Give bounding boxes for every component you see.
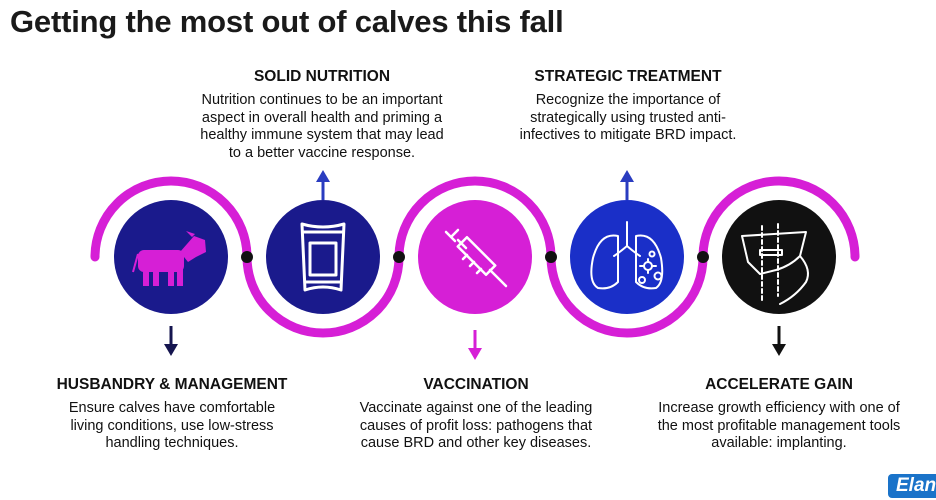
treatment-circle xyxy=(570,200,684,314)
junction-dot xyxy=(241,251,253,263)
arrow-down-icon xyxy=(468,330,482,360)
stage-heading: STRATEGIC TREATMENT xyxy=(534,68,722,85)
stage-nutrition: SOLID NUTRITION Nutrition continues to b… xyxy=(180,68,464,162)
cow-icon xyxy=(132,231,206,286)
stage-husbandry: HUSBANDRY & MANAGEMENT Ensure calves hav… xyxy=(36,376,308,453)
arrow-down-icon xyxy=(772,326,786,356)
stage-heading: VACCINATION xyxy=(423,376,529,393)
arrow-up-icon xyxy=(316,170,330,200)
syringe-icon xyxy=(444,228,508,288)
page-title: Getting the most out of calves this fall xyxy=(10,4,564,39)
stage-heading: ACCELERATE GAIN xyxy=(705,376,853,393)
stage-description: Ensure calves have comfortable living co… xyxy=(68,400,276,451)
stage-description: Vaccinate against one of the leading cau… xyxy=(359,400,593,451)
stage-description: Increase growth efficiency with one of t… xyxy=(657,400,901,451)
arrow-up-icon xyxy=(620,170,634,200)
lungs-icon xyxy=(590,221,664,290)
feed-bag-icon xyxy=(300,222,346,292)
stage-treatment: STRATEGIC TREATMENT Recognize the import… xyxy=(496,68,760,145)
arrow-down-icon xyxy=(164,326,178,356)
timeline-track xyxy=(90,176,860,338)
junction-dot xyxy=(545,251,557,263)
gain-circle xyxy=(722,200,836,314)
junction-dot xyxy=(393,251,405,263)
implant-ear-icon xyxy=(741,223,809,305)
vaccination-circle xyxy=(418,200,532,314)
stage-heading: SOLID NUTRITION xyxy=(253,68,391,85)
stage-description: Nutrition continues to be an important a… xyxy=(200,92,444,161)
stage-gain: ACCELERATE GAIN Increase growth efficien… xyxy=(636,376,922,453)
nutrition-circle xyxy=(266,200,380,314)
stage-description: Recognize the importance of strategicall… xyxy=(519,92,737,143)
stage-heading: HUSBANDRY & MANAGEMENT xyxy=(56,376,288,393)
junction-dot xyxy=(697,251,709,263)
stage-vaccination: VACCINATION Vaccinate against one of the… xyxy=(340,376,612,453)
brand-logo: Elan xyxy=(888,474,936,498)
